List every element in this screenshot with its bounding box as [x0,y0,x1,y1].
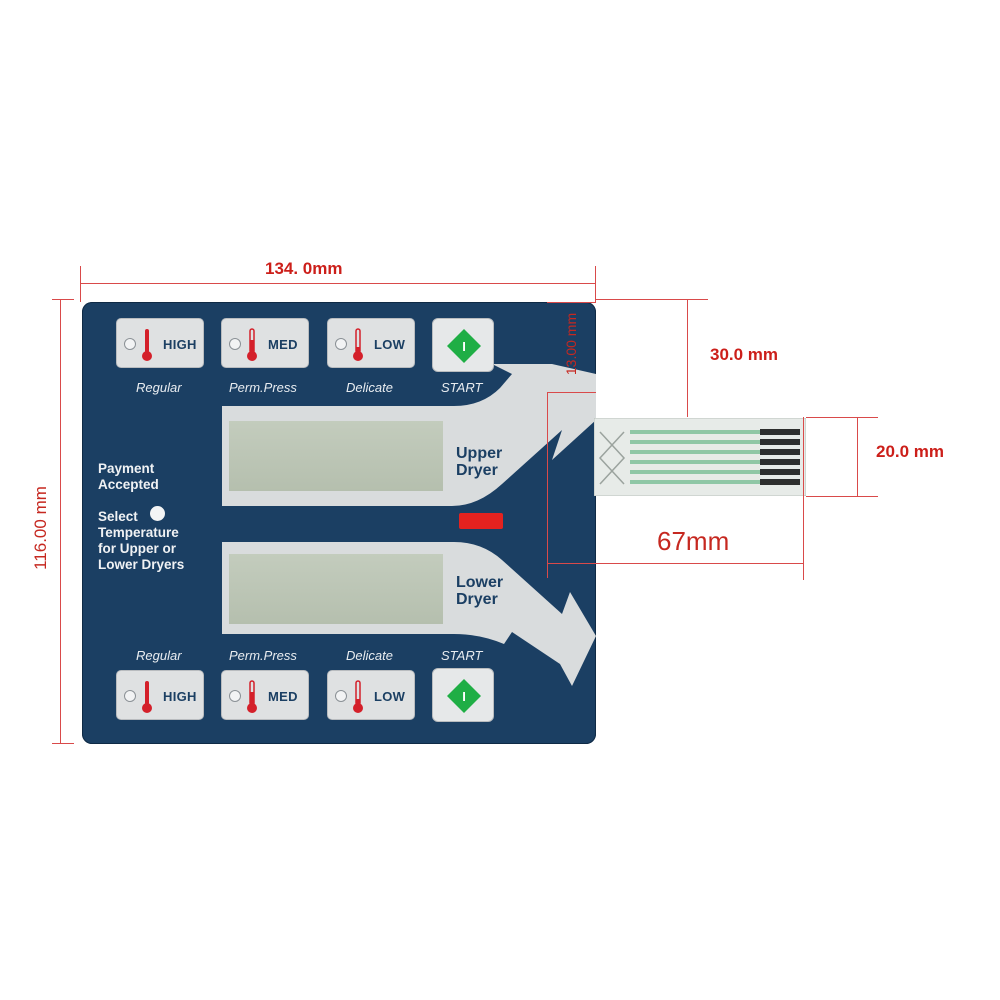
caption-delicate-top: Delicate [346,380,393,395]
svg-text:I: I [462,339,466,354]
cable-contacts [760,429,800,485]
svg-text:I: I [462,689,466,704]
lower-high-led [124,690,136,702]
lower-high-key[interactable]: HIGH [116,670,204,720]
caption-delicate-bottom: Delicate [346,648,393,663]
upper-high-led [124,338,136,350]
height-extension-top [52,299,74,300]
red-indicator-window [459,513,503,529]
lower-med-key[interactable]: MED [221,670,309,720]
lower-high-label: HIGH [163,689,197,704]
start-diamond-icon: I [447,329,481,363]
height-extension-bottom [52,743,74,744]
upper-start-button[interactable]: I [432,318,494,372]
start-diamond-icon: I [447,679,481,713]
thermometer-icon [247,680,257,713]
thermometer-icon [353,680,363,713]
tail-offset-label: 13.00 mm [563,312,579,376]
tail-width-label: 20.0 mm [876,442,945,461]
height-dimension-line [60,299,61,743]
tail-length-dimension-line [547,563,804,564]
cable-root-pattern [598,431,626,485]
thermometer-icon [142,681,152,713]
tail-position-dimension-line [687,299,688,417]
tail-length-extension-left [547,392,548,578]
height-dimension-label: 116.00 mm [31,486,50,570]
width-extension-left [80,266,81,302]
upper-lcd-display [222,414,450,498]
caption-start-top: START [441,380,483,395]
tail-width-extension-top [806,417,878,418]
lower-med-label: MED [268,689,298,704]
lower-med-led [229,690,241,702]
lower-start-button[interactable]: I [432,668,494,722]
lower-lcd-display [222,547,450,631]
caption-permpress-top: Perm.Press [229,380,297,395]
lower-dryer-label: Lower Dryer [456,574,504,608]
upper-high-key[interactable]: HIGH [116,318,204,368]
upper-dryer-label: Upper Dryer [456,445,503,479]
caption-regular-bottom: Regular [136,648,182,663]
thermometer-icon [353,328,363,361]
caption-regular-top: Regular [136,380,182,395]
select-temperature-text: Select Temperature for Upper or Lower Dr… [98,509,185,572]
cable-traces [630,430,760,484]
lower-low-led [335,690,347,702]
tail-position-label: 30.0 mm [710,345,779,364]
lower-low-label: LOW [374,689,406,704]
payment-indicator-light [150,506,165,521]
upper-low-key[interactable]: LOW [327,318,415,368]
upper-low-led [335,338,347,350]
tail-position-extension-top [596,299,708,300]
upper-med-key[interactable]: MED [221,318,309,368]
caption-start-bottom: START [441,648,483,663]
upper-med-led [229,338,241,350]
tail-length-label: 67mm [657,526,730,556]
tail-width-extension-bottom [806,496,878,497]
thermometer-icon [247,328,257,361]
tail-offset-extension-bottom [547,392,596,393]
upper-med-label: MED [268,337,298,352]
width-dimension-line [80,283,596,284]
tail-offset-extension [547,302,596,303]
thermometer-icon [142,329,152,361]
tail-length-extension-right [803,417,804,580]
membrane-keypad-panel: HIGH MED LOW I Regular Perm.Press Delica… [82,302,596,744]
payment-accepted-text: Payment Accepted [98,461,159,492]
caption-permpress-bottom: Perm.Press [229,648,297,663]
upper-high-label: HIGH [163,337,197,352]
flex-cable-tail [594,418,806,496]
width-dimension-label: 134. 0mm [265,259,343,278]
lower-low-key[interactable]: LOW [327,670,415,720]
upper-low-label: LOW [374,337,406,352]
tail-width-dimension-line [857,417,858,497]
width-extension-right [595,266,596,302]
